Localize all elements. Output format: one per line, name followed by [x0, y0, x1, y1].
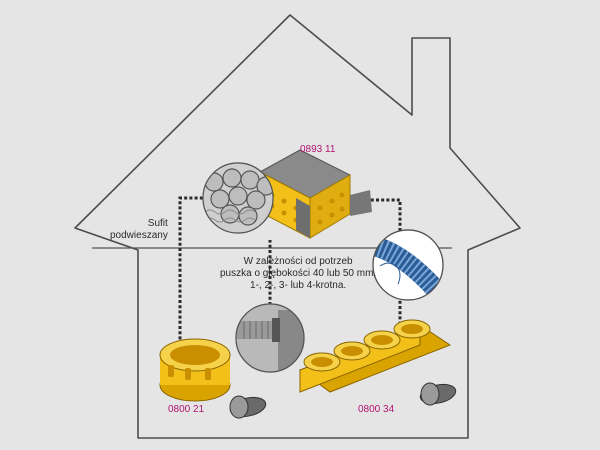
plug-icon: [229, 395, 267, 419]
blue-conduit-icon: [372, 229, 444, 301]
code-multi-box: 0800 34: [358, 404, 395, 415]
installation-note: W zależności od potrzeb puszka o głęboko…: [220, 256, 376, 292]
conduit-bundle-zoom: [202, 162, 274, 234]
flush-box-quad-icon: [298, 319, 452, 393]
conduit-entry-zoom: [235, 303, 305, 373]
plug-icon: [419, 382, 457, 406]
house-outline: [74, 14, 521, 439]
code-junction-box: 0893 11: [300, 144, 336, 155]
note-line2: puszka o głębokości 40 lub 50 mm,: [220, 268, 377, 279]
ceiling-label-line1: Sufit: [147, 218, 168, 229]
junction-box-icon: [258, 149, 372, 239]
code-single-box: 0800 21: [168, 404, 205, 415]
note-line1: W zależności od potrzeb: [243, 256, 353, 267]
flush-box-single-icon: [159, 338, 231, 402]
note-line3: 1-, 2-, 3- lub 4-krotna.: [250, 280, 347, 291]
ceiling-label: Sufit podwieszany: [110, 218, 168, 242]
ceiling-label-line2: podwieszany: [110, 230, 168, 241]
